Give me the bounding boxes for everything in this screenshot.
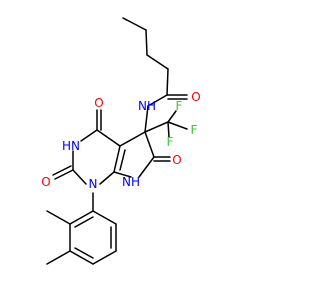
chemical-structure-diagram: O NH F F F O HN O N NH O	[41, 17, 201, 265]
bond-c4a-c4	[96, 129, 121, 147]
bond-c2-o-b	[52, 165, 72, 176]
bond-c4-c3-chain	[145, 29, 148, 56]
bond-c5-c4a	[119, 131, 146, 147]
atom-label-o-c2: O	[41, 175, 50, 189]
atom-label-nh-amide: NH	[138, 99, 156, 113]
atom-label-f3: F	[167, 135, 174, 149]
bond-c5-cf3	[144, 121, 169, 133]
bond-c2-o-a	[54, 169, 74, 180]
bond-methyl-a	[46, 250, 71, 265]
bond-cf3-f2	[167, 121, 188, 130]
atom-label-nh-lactam: NH	[122, 175, 140, 189]
bond-c5-c6	[144, 131, 155, 158]
bond-amide-cn	[147, 94, 168, 107]
bond-methyl-b	[46, 210, 71, 225]
atom-labels: O NH F F F O HN O N NH O	[41, 90, 200, 191]
bond-c4a-c7a-b	[119, 149, 126, 171]
bond-c2-carbonyl	[166, 68, 169, 96]
bond-c3-c2-chain	[146, 54, 169, 70]
atom-label-hn-ring: HN	[62, 139, 80, 153]
bond-c4-n3	[80, 129, 98, 142]
atom-label-f1: F	[176, 99, 183, 113]
atom-label-o-lactam: O	[172, 153, 181, 167]
bond-ar-6-1	[69, 210, 94, 225]
bond-ar-1-2	[92, 210, 117, 225]
atom-label-o-c4: O	[94, 96, 103, 110]
bond-cf3-f1	[167, 110, 177, 123]
bonds	[46, 17, 188, 265]
bond-c4a-c7a-a	[113, 145, 121, 173]
bond-c5-c4-chain	[122, 17, 147, 31]
bond-n-c5	[144, 105, 149, 133]
bond-ar-inner-c	[74, 216, 94, 228]
bond-ar-inner-b	[74, 247, 94, 259]
bond-ar-3-4	[92, 250, 117, 265]
bond-n7-c7a	[113, 171, 132, 178]
bond-n1-c7a	[99, 171, 115, 185]
bond-c2-n1	[72, 169, 87, 185]
atom-label-o-amide: O	[191, 90, 200, 104]
bond-cf3-f3	[167, 121, 170, 138]
atom-label-f2: F	[191, 123, 198, 137]
atom-label-n1: N	[89, 177, 98, 191]
bond-c6-n7	[138, 156, 155, 178]
bond-ar-4-5	[69, 250, 94, 265]
